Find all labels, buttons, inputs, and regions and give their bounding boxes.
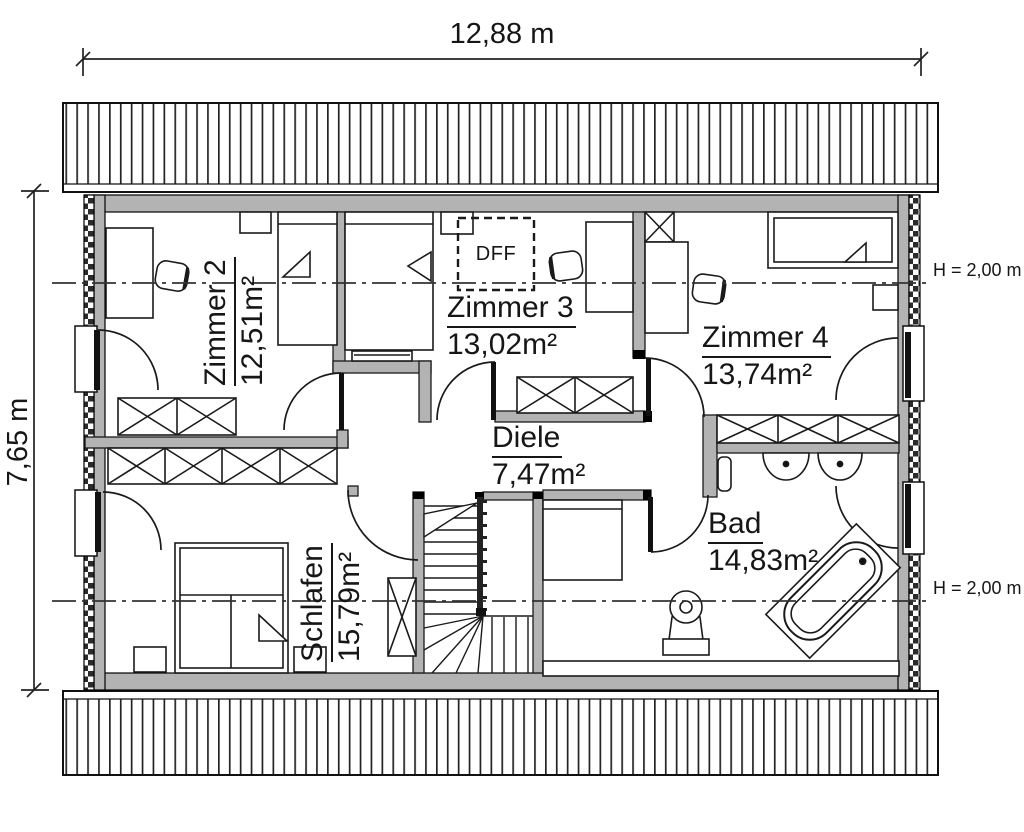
door-leaf	[339, 373, 344, 430]
doors	[74, 325, 925, 561]
wardrobe-tall	[387, 577, 417, 657]
desk	[644, 241, 689, 334]
door-swing-arc	[650, 494, 709, 553]
nightstand	[872, 284, 899, 311]
door-swing-arc	[102, 491, 162, 551]
room-label-schlafen: Schlafen 15,79m²	[296, 492, 366, 662]
furniture-zimmer3	[344, 211, 634, 414]
room-label-bad: Bad 14,83m²	[708, 507, 818, 577]
nightstand	[293, 646, 327, 673]
room-area: 15,79m²	[332, 551, 366, 662]
door-panel-zimmer2-gable	[74, 325, 98, 393]
radiator	[717, 456, 732, 492]
stair-newel	[476, 608, 486, 616]
bed	[344, 211, 434, 351]
room-area: 7,47m²	[492, 457, 586, 491]
interior-walls	[84, 211, 900, 674]
room-area: 13,02m²	[447, 327, 558, 361]
staircase	[423, 497, 533, 674]
room-label-zimmer2: Zimmer 2 12,51m²	[199, 216, 269, 386]
nightstand	[133, 646, 167, 673]
sink	[817, 452, 863, 481]
desk	[585, 221, 634, 313]
height-marker-lower: H = 2,00 m	[933, 578, 1022, 598]
room-label-zimmer4: Zimmer 4 13,74m²	[702, 321, 831, 391]
door-swing-arc	[436, 361, 496, 421]
nightstand	[239, 211, 272, 234]
width-dimension-label: 12,88 m	[449, 18, 555, 50]
door-swing-arc	[97, 329, 159, 391]
chair	[691, 273, 727, 305]
door-leaf	[491, 362, 496, 420]
door-swing-arc	[347, 489, 419, 561]
bed-single	[277, 211, 338, 346]
room-name: Zimmer 4	[702, 321, 831, 358]
section-lines	[52, 282, 930, 602]
bathtub	[764, 522, 902, 660]
door-leaf	[95, 492, 101, 552]
dimension-line-width	[75, 48, 929, 76]
stair-direction-arrow	[423, 502, 478, 539]
door-swing-arc	[644, 357, 705, 418]
wardrobe	[516, 376, 634, 414]
furniture-bad	[542, 452, 902, 677]
dimension-line-height	[21, 183, 49, 698]
room-name: Diele	[492, 421, 563, 458]
toilet	[662, 590, 710, 656]
shower-cabinet	[542, 499, 623, 581]
door-leaf	[646, 358, 651, 416]
gable-wall-right	[908, 194, 921, 691]
bed-single	[767, 211, 899, 269]
furniture-zimmer4	[644, 211, 900, 444]
wardrobe	[716, 414, 900, 444]
furniture-schlafen	[107, 447, 417, 674]
chair	[154, 260, 190, 292]
door-swing-arc	[283, 372, 342, 431]
knee-wall-bench	[542, 660, 900, 677]
sideboard	[351, 350, 413, 362]
door-leaf	[905, 484, 911, 548]
wardrobe-small	[644, 211, 675, 243]
roof-window-dff-outline	[456, 216, 536, 292]
height-dimension-label: 7,65 m	[2, 397, 34, 487]
stair-railing	[477, 497, 483, 615]
room-name: Zimmer 2	[199, 257, 236, 386]
wall-end-caps	[413, 350, 652, 500]
desk	[105, 227, 154, 319]
roof-overhang-top	[62, 102, 939, 193]
room-label-diele: Diele 7,47m²	[492, 421, 585, 491]
door-leaf	[648, 497, 653, 552]
wardrobe	[107, 447, 338, 485]
room-area: 13,74m²	[702, 357, 813, 391]
bed-double	[174, 542, 290, 674]
room-name: Zimmer 3	[447, 291, 576, 328]
height-marker-upper: H = 2,00 m	[933, 260, 1022, 280]
room-label-zimmer3: Zimmer 3 13,02m²	[447, 291, 576, 361]
door-swing-arc	[835, 337, 899, 401]
door-leaf	[94, 330, 100, 390]
door-leaf	[905, 332, 911, 398]
roof-overhang-bottom	[62, 690, 939, 776]
room-name: Schlafen	[296, 543, 333, 662]
furniture-zimmer2	[105, 211, 338, 436]
room-area: 12,51m²	[235, 275, 269, 386]
room-name: Bad	[708, 507, 764, 544]
roof-window-dff-label: DFF	[475, 242, 517, 265]
room-area: 14,83m²	[708, 543, 819, 577]
chair	[548, 250, 584, 282]
wardrobe	[117, 397, 237, 436]
door-panel-schlafen-gable	[74, 489, 98, 557]
sink	[762, 452, 810, 481]
